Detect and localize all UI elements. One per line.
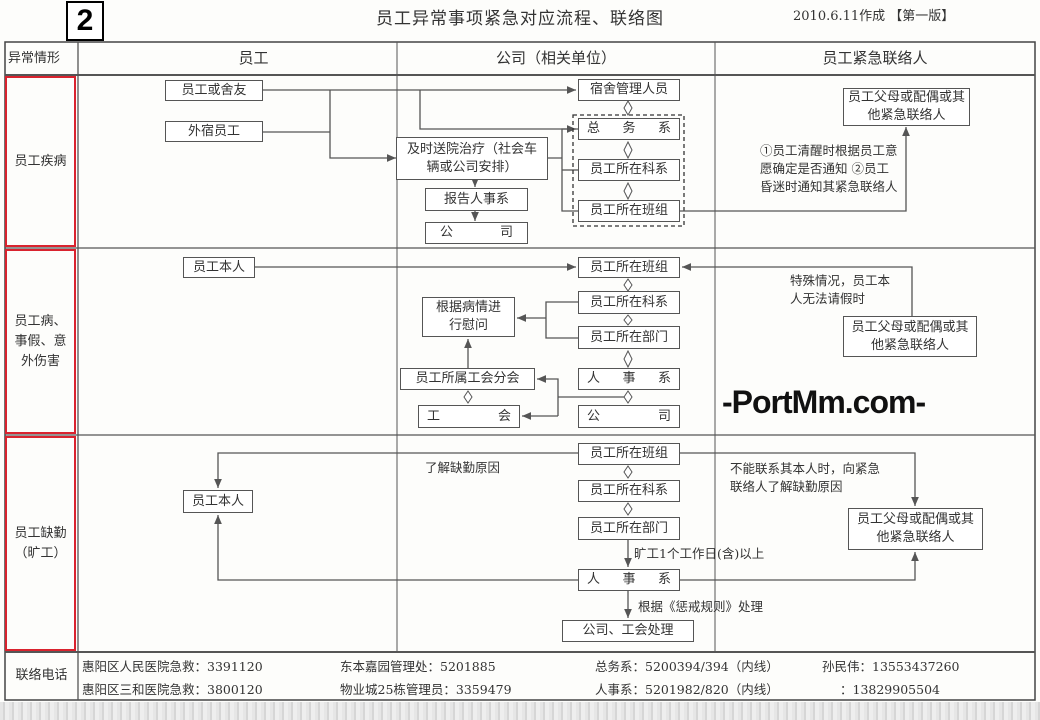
box-dorm-manager: 宿舍管理人员 (578, 79, 680, 101)
row-label-illness: 员工疾病 (5, 76, 76, 247)
box-hr: 人事系 (578, 569, 680, 591)
box-company: 公司 (425, 222, 528, 244)
box-employee-or-roommate: 员工或舍友 (165, 80, 263, 101)
watermark: -PortMm.com- (722, 384, 926, 420)
note-absent-one-day: 旷工1个工作日(含)以上 (634, 546, 765, 561)
box-department: 员工所在部门 (578, 517, 680, 540)
row-label-leave-injury: 员工病、事假、意外伤害 (5, 249, 76, 434)
box-team: 员工所在班组 (578, 200, 680, 222)
note-absence-reason: 了解缺勤原因 (425, 460, 501, 475)
note-special-case: 特殊情况，员工本人无法请假时 (790, 273, 891, 306)
phone-general-affairs: 总务系：5200394/394（内线） (595, 659, 779, 674)
page-number-badge: 2 (66, 1, 104, 41)
phone-contact-person-1: 孙民伟：13553437260 (822, 659, 960, 674)
box-section: 员工所在科系 (578, 291, 680, 314)
phone-contact-person-2: ：13829905504 (840, 682, 940, 697)
col-header-company: 公司（相关单位） (495, 49, 616, 67)
box-hospital: 及时送院治疗（社会车辆或公司安排） (396, 137, 548, 180)
box-visit: 根据病情进行慰问 (422, 297, 515, 337)
box-emergency-contact: 员工父母或配偶或其他紧急联络人 (843, 316, 977, 357)
version-date: 2010.6.11作成 【第一版】 (793, 9, 955, 24)
box-hr: 人事系 (578, 368, 680, 390)
box-section: 员工所在科系 (578, 159, 680, 181)
box-general-affairs: 总务系 (578, 118, 680, 140)
box-team: 员工所在班组 (578, 257, 680, 278)
row-label-absence: 员工缺勤（旷工） (5, 436, 76, 651)
phone-sanhe-hospital: 惠阳区三和医院急救：3800120 (82, 682, 263, 697)
footer-label: 联络电话 (15, 668, 68, 683)
note-cannot-contact: 不能联系其本人时，向紧急联络人了解缺勤原因 (730, 461, 881, 494)
note-notify-contact: ①员工清醒时根据员工意愿确定是否通知 ②员工昏迷时通知其紧急联络人 (760, 143, 898, 194)
box-emergency-contact: 员工父母或配偶或其他紧急联络人 (848, 508, 983, 550)
box-employee-self: 员工本人 (183, 257, 255, 278)
phone-hr: 人事系：5201982/820（内线） (595, 682, 779, 697)
note-disciplinary-rules: 根据《惩戒规则》处理 (638, 599, 764, 614)
phone-renmin-hospital: 惠阳区人民医院急救：3391120 (82, 659, 263, 674)
box-emergency-contact: 员工父母或配偶或其他紧急联络人 (843, 88, 970, 126)
box-union-branch: 员工所属工会分会 (400, 368, 535, 390)
box-report-hr: 报告人事系 (425, 188, 528, 211)
document-title: 员工异常事项紧急对应流程、联络图 (376, 9, 664, 29)
col-header-situation: 异常情形 (8, 51, 61, 66)
col-header-contact: 员工紧急联络人 (822, 49, 928, 67)
box-company: 公司 (578, 405, 680, 428)
scan-edge (0, 702, 1040, 720)
col-header-employee: 员工 (238, 49, 269, 67)
phone-dongben-mgmt: 东本嘉园管理处：5201885 (340, 659, 496, 674)
box-team: 员工所在班组 (578, 443, 680, 465)
box-department: 员工所在部门 (578, 326, 680, 349)
connector-diamonds (463, 99, 633, 516)
box-offsite-employee: 外宿员工 (165, 121, 263, 142)
phone-building-25: 物业城25栋管理员：3359479 (340, 682, 512, 697)
box-company-union-handle: 公司、工会处理 (562, 620, 694, 642)
box-union: 工会 (418, 405, 520, 428)
box-employee-self: 员工本人 (183, 490, 253, 513)
box-section: 员工所在科系 (578, 480, 680, 502)
